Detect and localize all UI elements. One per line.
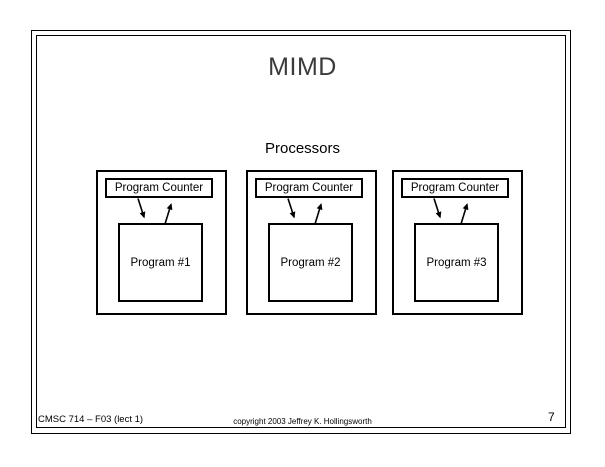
down-arrow-icon [287, 198, 296, 219]
program-counter-box-3: Program Counter [401, 178, 509, 198]
up-arrow-icon [460, 203, 469, 224]
up-arrow-icon [164, 203, 173, 224]
program-counter-box-2: Program Counter [255, 178, 363, 198]
pc-program-arrows-1 [137, 198, 173, 224]
up-arrow-icon [314, 203, 323, 224]
program-box-1: Program #1 [118, 223, 203, 302]
program-counter-box-1: Program Counter [105, 178, 213, 198]
processor-unit-3: Program Counter Program #3 [392, 170, 523, 315]
page-number: 7 [548, 410, 555, 424]
down-arrow-icon [137, 198, 146, 219]
processors-label: Processors [264, 140, 341, 157]
slide-title: MIMD [268, 53, 337, 81]
footer-course-label: CMSC 714 – F03 (lect 1) [38, 414, 144, 425]
processor-unit-2: Program Counter Program #2 [246, 170, 377, 315]
program-box-3: Program #3 [414, 223, 499, 302]
processor-unit-1: Program Counter Program #1 [96, 170, 227, 315]
footer-copyright-label: copyright 2003 Jeffrey K. Hollingsworth [233, 416, 372, 426]
pc-program-arrows-2 [287, 198, 323, 224]
program-box-2: Program #2 [268, 223, 353, 302]
down-arrow-icon [433, 198, 442, 219]
pc-program-arrows-3 [433, 198, 469, 224]
